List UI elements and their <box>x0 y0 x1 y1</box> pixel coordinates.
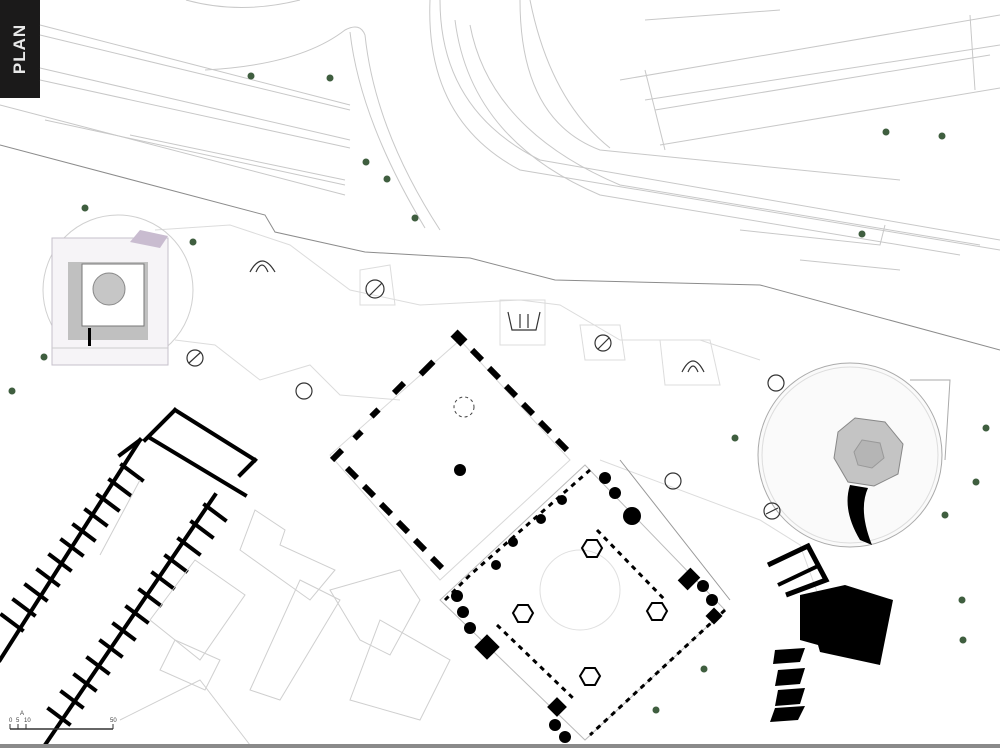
crossed-pavilion-1 <box>365 279 385 299</box>
neighborhood-outlines <box>99 479 451 746</box>
pavilion-markers <box>186 260 785 520</box>
scale-tick-0: 0 <box>9 718 13 724</box>
stair-pavilion <box>507 311 541 331</box>
cell-range <box>0 407 258 748</box>
arch-pavilion-2 <box>681 360 705 373</box>
ring-pavilion-2 <box>767 374 785 392</box>
scale-tick-50: 50 <box>110 718 117 724</box>
crossed-pavilion-4 <box>763 502 781 520</box>
bottom-rule <box>0 744 1000 748</box>
arch-pavilion-1 <box>249 260 276 273</box>
scale-tick-5: 5 <box>16 718 20 724</box>
north-marker: A <box>20 711 25 717</box>
glass-sphere <box>757 362 951 548</box>
promenade-edge <box>0 144 1000 351</box>
ring-pavilion-1 <box>295 382 313 400</box>
cube-pavilion <box>42 214 194 366</box>
ring-pavilion-3 <box>664 472 682 490</box>
plaza-paving <box>154 224 821 601</box>
cell-walls-inner <box>42 492 228 748</box>
crossed-pavilion-2 <box>186 349 204 367</box>
scale-bar <box>9 724 114 730</box>
prayer-hall <box>439 459 731 743</box>
trees <box>8 72 990 714</box>
crossed-pavilion-3 <box>594 334 612 352</box>
plan-title-tab: PLAN <box>0 0 40 98</box>
cell-walls-outer <box>0 437 145 663</box>
stair-block <box>766 542 893 722</box>
road-linework <box>0 0 1000 271</box>
courtyard-mosque <box>329 329 571 581</box>
scale-tick-10: 10 <box>24 718 31 724</box>
